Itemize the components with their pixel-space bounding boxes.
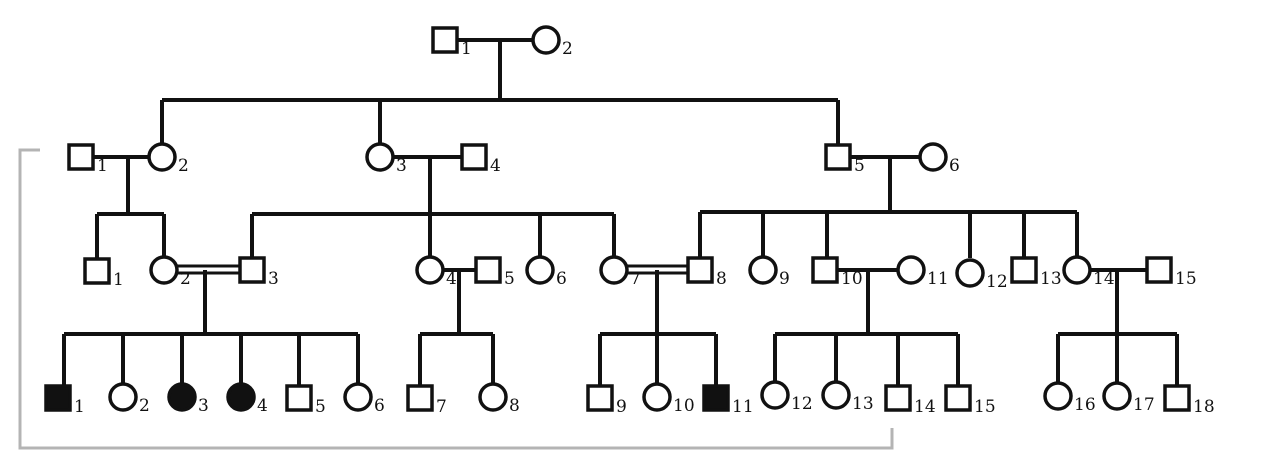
individual-label: 16	[1074, 395, 1096, 415]
female-circle	[525, 255, 555, 285]
female-circle	[599, 255, 629, 285]
individual-label: 15	[1175, 269, 1197, 289]
individual-label: 6	[949, 156, 960, 176]
male-square	[285, 384, 313, 412]
affected-male-square	[44, 384, 72, 412]
individual-label: 2	[178, 156, 189, 176]
female-circle	[918, 142, 948, 172]
female-circle	[1043, 381, 1073, 411]
male-square	[238, 256, 266, 284]
individual-label: 4	[446, 269, 457, 289]
individual-label: 13	[852, 394, 874, 414]
individual-label: 5	[504, 269, 515, 289]
female-circle	[149, 255, 179, 285]
affected-female-circle	[167, 382, 197, 412]
male-square	[67, 143, 95, 171]
individual-label: 3	[396, 156, 407, 176]
male-square	[474, 256, 502, 284]
male-square	[431, 26, 459, 54]
affected-female-circle	[226, 382, 256, 412]
female-circle	[478, 382, 508, 412]
female-circle	[821, 380, 851, 410]
affected-male-square	[702, 384, 730, 412]
individual-label: 9	[616, 397, 627, 417]
female-circle	[415, 255, 445, 285]
individual-label: 5	[315, 397, 326, 417]
individual-label: 3	[198, 396, 209, 416]
individual-label: 12	[986, 272, 1008, 292]
male-square	[83, 257, 111, 285]
grey-bracket	[18, 148, 894, 450]
individual-label: 14	[914, 397, 936, 417]
female-circle	[108, 382, 138, 412]
male-square	[686, 256, 714, 284]
individual-label: 8	[509, 396, 520, 416]
individual-label: 13	[1040, 269, 1062, 289]
male-square	[1145, 256, 1173, 284]
individual-label: 2	[180, 269, 191, 289]
male-square	[811, 256, 839, 284]
male-square	[1163, 384, 1191, 412]
individual-label: 8	[716, 269, 727, 289]
individual-label: 11	[927, 269, 949, 289]
individual-label: 15	[974, 397, 996, 417]
male-square	[406, 384, 434, 412]
male-square	[1010, 256, 1038, 284]
female-circle	[642, 382, 672, 412]
individual-label: 1	[113, 270, 124, 290]
individual-label: 6	[556, 269, 567, 289]
individual-label: 1	[74, 397, 85, 417]
individual-label: 1	[461, 39, 472, 59]
female-circle	[896, 255, 926, 285]
individual-label: 3	[268, 269, 279, 289]
individual-label: 1	[97, 156, 108, 176]
individual-label: 10	[841, 269, 863, 289]
female-circle	[343, 382, 373, 412]
female-circle	[955, 258, 985, 288]
male-square	[944, 384, 972, 412]
individual-label: 18	[1193, 397, 1215, 417]
male-square	[586, 384, 614, 412]
female-circle	[1102, 381, 1132, 411]
individual-label: 10	[673, 396, 695, 416]
individual-label: 2	[139, 396, 150, 416]
male-square	[824, 143, 852, 171]
female-circle	[760, 380, 790, 410]
individual-label: 11	[732, 397, 754, 417]
female-circle	[531, 25, 561, 55]
individual-label: 9	[779, 269, 790, 289]
individual-label: 2	[562, 39, 573, 59]
individual-label: 4	[257, 396, 268, 416]
female-circle	[748, 255, 778, 285]
male-square	[460, 143, 488, 171]
individual-label: 7	[630, 269, 641, 289]
individual-label: 6	[374, 396, 385, 416]
female-circle	[365, 142, 395, 172]
individual-label: 12	[791, 394, 813, 414]
female-circle	[1062, 255, 1092, 285]
male-square	[884, 384, 912, 412]
individual-label: 5	[854, 156, 865, 176]
individual-label: 7	[436, 397, 447, 417]
individual-label: 17	[1133, 395, 1155, 415]
individual-label: 14	[1093, 269, 1115, 289]
female-circle	[147, 142, 177, 172]
individual-label: 4	[490, 156, 501, 176]
